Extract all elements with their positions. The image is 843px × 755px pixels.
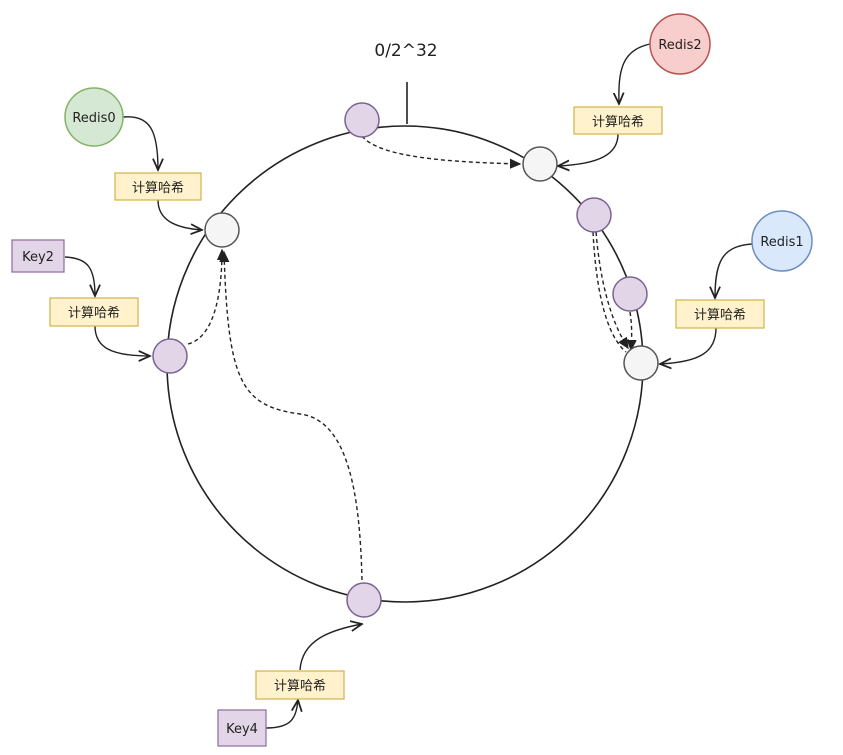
arrow-rightkey1-to-redis1 [595, 231, 628, 348]
hash-box-redis0: 计算哈希 [114, 172, 202, 201]
mapping-arrows [187, 135, 632, 581]
hash-box-redis2-label: 计算哈希 [592, 115, 644, 130]
arrow-key2-to-hash [64, 256, 95, 296]
arrow-redis1-to-hash [715, 243, 753, 298]
solid-arrows [64, 43, 753, 729]
arrow-rightkey2-to-redis1 [630, 311, 632, 350]
server-redis0-label: Redis0 [72, 111, 115, 126]
hash-box-redis0-label: 计算哈希 [132, 181, 184, 196]
ring-key-top [344, 102, 380, 138]
server-redis2-label: Redis2 [658, 38, 701, 53]
hash-box-key2: 计算哈希 [49, 297, 139, 327]
arrow-hashk4-to-node [299, 624, 362, 671]
server-redis2: Redis2 [649, 13, 711, 75]
arrow-key4-to-hash [265, 700, 298, 729]
key-key4: Key4 [217, 709, 267, 747]
hash-box-redis1-label: 计算哈希 [694, 308, 746, 323]
key-key4-label: Key4 [226, 722, 258, 737]
arrow-hashk2-to-node [94, 325, 150, 356]
arrow-key4-to-redis0 [224, 252, 363, 581]
hash-box-key4: 计算哈希 [255, 670, 345, 700]
hash-box-redis2: 计算哈希 [573, 106, 663, 135]
key-key2: Key2 [11, 239, 65, 273]
arrow-hash0-to-node [157, 199, 202, 230]
hash-ring [166, 125, 644, 603]
arrow-hash2-to-node [558, 133, 619, 166]
ring-key-right2 [612, 276, 648, 312]
server-redis0: Redis0 [64, 87, 124, 147]
hash-box-key4-label: 计算哈希 [274, 679, 326, 694]
arrow-hash1-to-node [660, 327, 717, 364]
ring-node-redis2 [522, 146, 558, 182]
ring-node-redis1 [623, 345, 659, 381]
ring-key-right1 [576, 197, 612, 233]
server-redis1: Redis1 [751, 210, 813, 272]
ring-key-key4 [346, 582, 382, 618]
ring-origin-label: 0/2^32 [374, 41, 437, 61]
ring-node-redis0 [204, 212, 240, 248]
arrow-key2-to-redis0 [187, 250, 222, 345]
server-redis1-label: Redis1 [760, 235, 803, 250]
hash-box-key2-label: 计算哈希 [68, 306, 120, 321]
arrow-redis0-to-hash [122, 116, 158, 170]
arrow-topkey-to-redis2 [361, 135, 520, 164]
ring-key-key2 [152, 338, 188, 374]
hash-box-redis1: 计算哈希 [675, 299, 765, 329]
arrow-redis2-to-hash [619, 43, 651, 104]
key-key2-label: Key2 [22, 250, 54, 265]
